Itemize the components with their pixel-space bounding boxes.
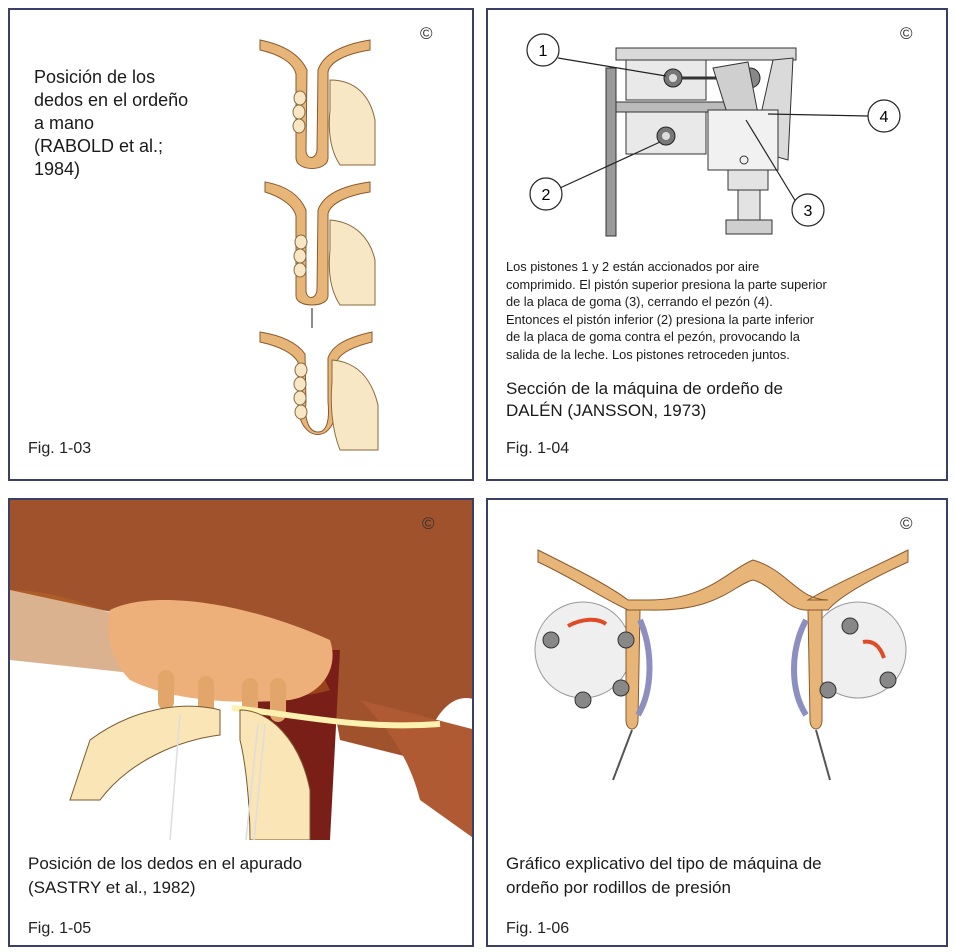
- figure-label: Fig. 1-05: [28, 920, 91, 938]
- figure-label: Fig. 1-04: [506, 440, 569, 458]
- milking-step-3-drawing: [260, 332, 378, 450]
- caption-line: ordeño por rodillos de presión: [506, 876, 936, 900]
- milking-step-1-drawing: [260, 40, 375, 169]
- stripping-illustration: [10, 500, 474, 840]
- title-line: DALÉN (JANSSON, 1973): [506, 400, 936, 422]
- callout-1: 1: [539, 43, 548, 60]
- caption-line: Posición de los dedos en el apurado: [28, 852, 458, 876]
- description-line: Entonces el pistón inferior (2) presiona…: [506, 311, 936, 329]
- caption-line: Gráfico explicativo del tipo de máquina …: [506, 852, 936, 876]
- callout-2: 2: [542, 187, 551, 204]
- description-line: comprimido. El pistón superior presiona …: [506, 276, 936, 294]
- caption-line: (SASTRY et al., 1982): [28, 876, 458, 900]
- caption-roller-machine: Gráfico explicativo del tipo de máquina …: [506, 852, 936, 900]
- figure-panel-1-05: © Posición de los dedos en el apurado (S…: [8, 498, 474, 947]
- figure-label: Fig. 1-06: [506, 920, 569, 938]
- figure-panel-1-06: © Gráfico explicativo del tipo de máquin…: [486, 498, 948, 947]
- callout-4: 4: [880, 109, 889, 126]
- roller-machine-illustration: [488, 500, 948, 800]
- description-line: de la placa de goma contra el pezón, pro…: [506, 328, 936, 346]
- callout-3: 3: [804, 203, 813, 220]
- caption-stripping: Posición de los dedos en el apurado (SAS…: [28, 852, 458, 900]
- hand-milking-illustration: [10, 10, 474, 481]
- figure-panel-1-03: © Posición de los dedos en el ordeño a m…: [8, 8, 474, 481]
- figure-label: Fig. 1-03: [28, 440, 91, 458]
- description-line: de la placa de goma (3), cerrando el pez…: [506, 293, 936, 311]
- machine-title: Sección de la máquina de ordeño de DALÉN…: [506, 378, 936, 422]
- dalen-machine-section-drawing: 1 2 3 4: [488, 10, 948, 250]
- description-line: salida de la leche. Los pistones retroce…: [506, 346, 936, 364]
- milking-step-2-drawing: [265, 182, 375, 328]
- description-line: Los pistones 1 y 2 están accionados por …: [506, 258, 936, 276]
- copyright-mark: ©: [422, 514, 435, 534]
- figure-panel-1-04: © 1 2 3 4 Los pistones 1 y 2 están accio…: [486, 8, 948, 481]
- title-line: Sección de la máquina de ordeño de: [506, 378, 936, 400]
- machine-description: Los pistones 1 y 2 están accionados por …: [506, 258, 936, 364]
